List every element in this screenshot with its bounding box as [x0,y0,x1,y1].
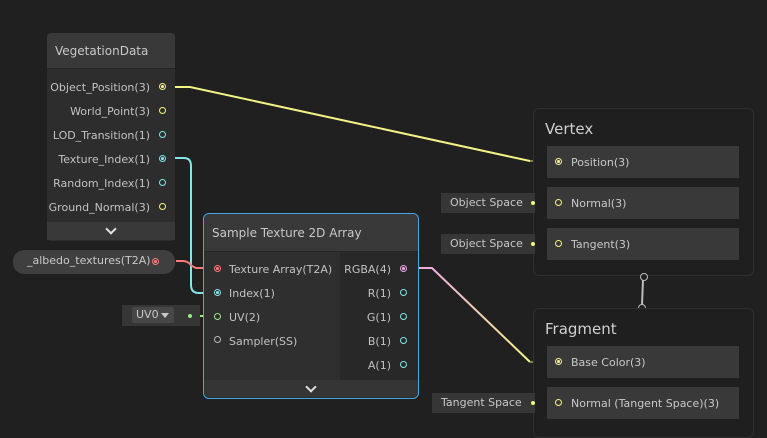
input-sampler-port[interactable] [214,336,221,343]
output-b-port[interactable] [400,337,407,344]
input-texture-array-label: Texture Array(T2A) [229,263,333,276]
output-b-label: B(1) [367,335,391,348]
port-ground-normal-label: Ground_Normal(3) [48,201,150,214]
output-g-port[interactable] [400,313,407,320]
block-normal-tangent-label: Normal (Tangent Space)(3) [571,397,720,410]
uv-channel-value: UV0 [136,308,159,321]
port-texture-index-label: Texture_Index(1) [58,153,150,166]
position-port[interactable] [555,158,562,165]
input-sampler-label: Sampler(SS) [229,335,298,348]
port-object-position-label: Object_Position(3) [50,81,150,94]
albedo-textures-property[interactable]: _albedo_textures(T2A) [13,250,175,274]
output-rgba-port[interactable] [400,265,407,272]
uv-dot [188,314,192,318]
port-lod-transition[interactable] [159,131,166,138]
tangent-space-label: Object Space [450,237,523,250]
normal-tangent-space-field[interactable]: Tangent Space [432,393,535,413]
input-texture-array-port[interactable] [214,265,221,272]
port-random-index-label: Random_Index(1) [53,177,150,190]
output-r-port[interactable] [400,289,407,296]
space-dot [531,201,535,205]
output-r-label: R(1) [367,287,391,300]
normal-port[interactable] [555,199,562,206]
block-position[interactable]: Position(3) [547,146,739,178]
uv-channel-field: UV0 [122,305,200,326]
port-ground-normal[interactable] [159,203,166,210]
port-lod-transition-label: LOD_Transition(1) [52,129,150,142]
input-index-label: Index(1) [229,287,275,300]
input-index-port[interactable] [214,289,221,296]
vegetation-data-node[interactable]: VegetationData Object_Position(3) World_… [47,33,175,241]
inputs-panel [204,252,340,380]
normal-space-label: Object Space [450,196,523,209]
wire-object-position-to-position [168,86,548,162]
output-g-label: G(1) [366,311,391,324]
output-a-port[interactable] [400,361,407,368]
output-a-label: A(1) [367,359,391,372]
input-uv-port[interactable] [214,313,221,320]
block-tangent[interactable]: Tangent(3) [547,228,739,260]
block-tangent-label: Tangent(3) [571,238,631,251]
block-normal[interactable]: Normal(3) [547,187,739,219]
port-object-position[interactable] [159,83,166,90]
normal-tangent-space-label: Tangent Space [441,396,522,409]
block-base-color[interactable]: Base Color(3) [547,346,739,378]
wire-rgba-to-base-color [408,267,531,363]
space-dot [531,242,535,246]
space-dot [531,401,535,405]
uv-channel-dropdown[interactable]: UV0 [132,307,174,323]
port-world-point-label: World_Point(3) [70,105,150,118]
block-base-color-label: Base Color(3) [571,356,646,369]
port-random-index[interactable] [159,179,166,186]
block-normal-label: Normal(3) [571,197,627,210]
tangent-port[interactable] [555,240,562,247]
node-title: Sample Texture 2D Array [204,214,418,252]
dropdown-arrow-icon [161,313,169,318]
normal-space-field[interactable]: Object Space [441,193,535,213]
tangent-space-field[interactable]: Object Space [441,234,535,254]
normal-tangent-port[interactable] [555,399,562,406]
output-rgba-label: RGBA(4) [344,263,391,276]
collapse-button[interactable] [204,380,418,397]
block-position-label: Position(3) [571,156,630,169]
vertex-flow-out-port[interactable] [640,273,648,281]
fragment-title: Fragment [545,320,617,338]
property-label: _albedo_textures(T2A) [27,254,151,267]
port-world-point[interactable] [159,107,166,114]
block-normal-tangent[interactable]: Normal (Tangent Space)(3) [547,387,739,419]
albedo-output-port[interactable] [152,258,159,265]
input-uv-label: UV(2) [229,311,261,324]
sample-texture-2d-array-node[interactable]: Sample Texture 2D Array Texture Array(T2… [203,213,419,399]
chevron-down-icon [105,223,117,235]
base-color-port[interactable] [555,358,562,365]
port-texture-index[interactable] [159,155,166,162]
collapse-button[interactable] [47,222,175,240]
node-title: VegetationData [47,33,175,69]
chevron-down-icon [305,380,317,393]
vertex-title: Vertex [545,120,594,138]
